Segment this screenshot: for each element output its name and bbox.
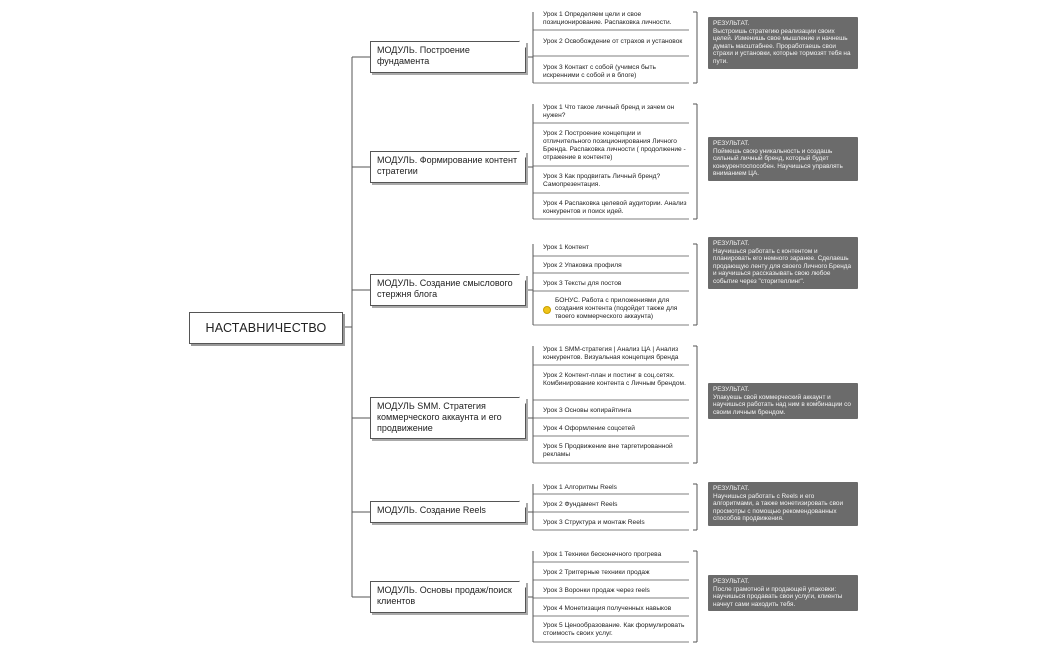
lesson-item[interactable]: Урок 4 Монетизация полученных навыков bbox=[543, 605, 672, 612]
module-node-content-strategy[interactable]: МОДУЛЬ. Формирование контент стратегии bbox=[370, 151, 526, 183]
result-box: РЕЗУЛЬТАТ. После грамотной и продающей у… bbox=[708, 575, 858, 612]
module-node-foundation[interactable]: МОДУЛЬ. Построение фундамента bbox=[370, 41, 526, 73]
bonus-label: БОНУС. Работа с приложениями для создани… bbox=[555, 297, 678, 320]
lesson-item[interactable]: Урок 1 Контент bbox=[543, 244, 589, 251]
result-box: РЕЗУЛЬТАТ. Упакуешь свой коммерческий ак… bbox=[708, 383, 858, 420]
lesson-item[interactable]: Урок 2 Построение концепции и отличитель… bbox=[543, 130, 686, 161]
module-node-reels[interactable]: МОДУЛЬ. Создание Reels bbox=[370, 501, 526, 523]
lesson-item[interactable]: Урок 1 Техники бесконечного прогрева bbox=[543, 551, 662, 558]
lesson-item[interactable]: Урок 3 Основы копирайтинга bbox=[543, 407, 632, 414]
root-node[interactable]: НАСТАВНИЧЕСТВО bbox=[189, 312, 343, 344]
lesson-item[interactable]: Урок 3 Структура и монтаж Reels bbox=[543, 519, 645, 526]
result-box: РЕЗУЛЬТАТ. Научишься работать с контенто… bbox=[708, 237, 858, 289]
lesson-item[interactable]: Урок 5 Ценообразование. Как формулироват… bbox=[543, 622, 685, 637]
lesson-item[interactable]: Урок 2 Контент-план и постинг в соц.сетя… bbox=[543, 372, 686, 387]
lesson-item[interactable]: Урок 4 Распаковка целевой аудитории. Ана… bbox=[543, 200, 687, 215]
lesson-item[interactable]: Урок 4 Оформление соцсетей bbox=[543, 425, 635, 432]
lesson-item[interactable]: Урок 3 Воронки продаж через reels bbox=[543, 587, 650, 594]
result-box: РЕЗУЛЬТАТ. Поймешь свою уникальность и с… bbox=[708, 137, 858, 181]
lesson-item[interactable]: Урок 3 Тексты для постов bbox=[543, 280, 622, 287]
lesson-item[interactable]: Урок 2 Фундамент Reels bbox=[543, 501, 618, 508]
lesson-item[interactable]: Урок 2 Упаковка профиля bbox=[543, 262, 622, 269]
lesson-item-bonus[interactable]: БОНУС. Работа с приложениями для создани… bbox=[537, 297, 689, 321]
lesson-item[interactable]: Урок 1 SMM-стратегия | Анализ ЦА | Анали… bbox=[543, 346, 679, 361]
lesson-item[interactable]: Урок 1 Алгоритмы Reels bbox=[543, 484, 617, 491]
module-node-blog-core[interactable]: МОДУЛЬ. Создание смыслового стержня блог… bbox=[370, 274, 526, 306]
module-node-sales[interactable]: МОДУЛЬ. Основы продаж/поиск клиентов bbox=[370, 581, 526, 613]
lesson-item[interactable]: Урок 3 Контакт с собой (учимся быть искр… bbox=[543, 64, 656, 79]
lesson-item[interactable]: Урок 3 Как продвигать Личный бренд? Само… bbox=[543, 173, 661, 188]
lesson-item[interactable]: Урок 5 Продвижение вне таргетированной р… bbox=[543, 443, 673, 458]
lesson-item[interactable]: Урок 2 Триггерные техники продаж bbox=[543, 569, 650, 576]
result-box: РЕЗУЛЬТАТ. Научишься работать с Reels и … bbox=[708, 482, 858, 526]
lesson-item[interactable]: Урок 2 Освобождение от страхов и установ… bbox=[543, 38, 683, 45]
lesson-item[interactable]: Урок 1 Что такое личный бренд и зачем он… bbox=[543, 104, 675, 119]
result-box: РЕЗУЛЬТАТ. Выстроишь стратегию реализаци… bbox=[708, 17, 858, 69]
module-node-smm[interactable]: МОДУЛЬ SMM. Стратегия коммерческого акка… bbox=[370, 397, 526, 439]
lesson-item[interactable]: Урок 1 Определяем цели и свое позиционир… bbox=[543, 11, 672, 26]
bonus-dot-icon bbox=[543, 306, 551, 314]
